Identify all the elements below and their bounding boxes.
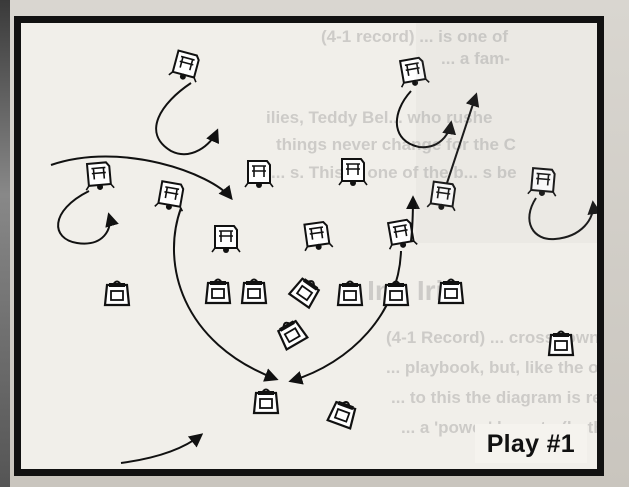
offensive-player-rt xyxy=(384,282,408,306)
offensive-player-te xyxy=(439,280,463,304)
coverage-curve xyxy=(156,83,217,154)
defender-lb-right xyxy=(339,159,367,186)
offensive-player-rb-right xyxy=(328,398,359,428)
coverage-curve xyxy=(58,191,110,244)
play-diagram xyxy=(21,23,597,469)
offensive-player-qb xyxy=(275,317,308,349)
swing-route-arrow xyxy=(121,435,201,463)
pursuit-curve xyxy=(291,251,401,381)
defender-top-left xyxy=(169,50,203,83)
defender-lb-left xyxy=(245,161,273,188)
offensive-player-rb-left xyxy=(254,390,278,414)
offensive-player-rg xyxy=(338,282,362,306)
offensive-player-lg xyxy=(242,280,266,304)
defender-tackle-left xyxy=(212,226,240,253)
defender-left-end xyxy=(155,181,187,212)
page-edge-shadow xyxy=(0,0,10,487)
offensive-player-lt xyxy=(206,280,230,304)
defender-left-corner xyxy=(84,162,114,191)
offensive-player-split-left xyxy=(105,282,129,306)
defender-tackle-mid xyxy=(301,221,332,252)
offensive-player-split-right xyxy=(549,332,573,356)
offensive-player-c xyxy=(289,275,322,308)
play-diagram-frame: (4-1 record) ... is one of ... a fam- il… xyxy=(14,16,604,476)
blitz-curve xyxy=(51,157,231,198)
play-title-label: Play #1 xyxy=(475,424,587,463)
